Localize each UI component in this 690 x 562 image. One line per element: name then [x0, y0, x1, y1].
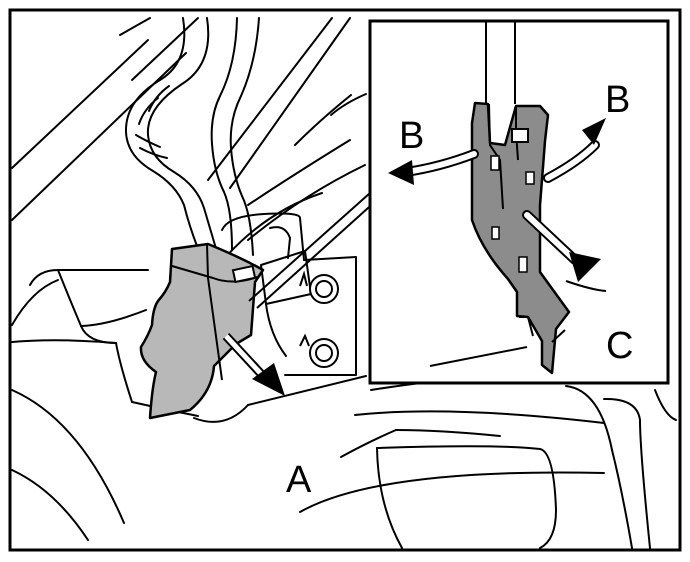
inset-bracket-window [511, 128, 529, 143]
label-b-right: B [605, 79, 630, 121]
lower-bolt-tab [299, 333, 310, 347]
main-arrow-head [252, 363, 285, 396]
arrow-b-right-shaft [545, 142, 598, 181]
inset-clip-left [490, 155, 500, 171]
arrow-b-right-head [582, 118, 606, 145]
lower-bolt [309, 338, 339, 368]
label-c: C [606, 325, 633, 367]
leader-line-secondary [256, 198, 379, 309]
inset-tab-edge [551, 329, 566, 343]
inset-side-curve [565, 280, 607, 292]
inset-lower-step [519, 316, 534, 337]
main-cover-window [231, 264, 257, 284]
label-b-left: B [399, 115, 424, 157]
leader-line [248, 192, 371, 302]
main-cover-part [139, 242, 285, 420]
arrow-b-left-head [388, 160, 414, 185]
upper-bolt-tab [299, 270, 308, 287]
main-arrow-shaft [224, 334, 265, 378]
inset-lower-line [429, 346, 528, 367]
upper-bolt-inner [315, 280, 333, 298]
inset-clip-right-lower [518, 256, 528, 273]
inset-clip-right [525, 171, 535, 185]
inset-clip-left-lower [491, 226, 500, 240]
background-interior-lines [11, 17, 677, 549]
main-cover-shape [139, 242, 265, 420]
upper-bolt [309, 274, 339, 304]
main-cable-bundle [124, 17, 260, 256]
inset-bracket-edge-left [488, 103, 504, 210]
main-cover-edge [206, 243, 223, 381]
detail-inset: B B C [368, 19, 670, 385]
arrow-c-head [569, 252, 601, 282]
label-a: A [286, 459, 312, 501]
connector-bolts [299, 270, 339, 368]
arrow-c-shaft [524, 212, 578, 263]
lower-bolt-inner [315, 344, 333, 362]
